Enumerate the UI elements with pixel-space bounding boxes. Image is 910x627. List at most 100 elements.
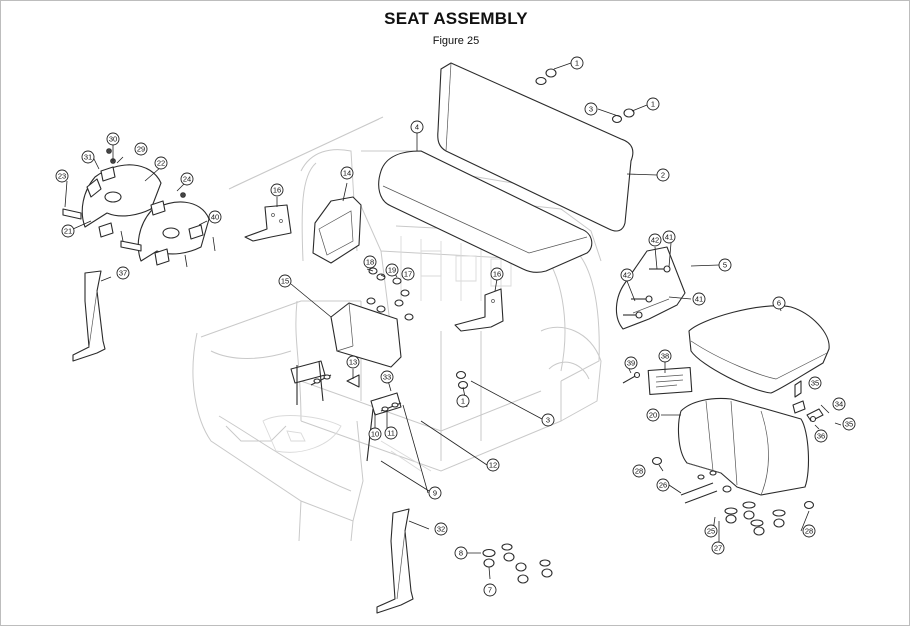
svg-text:38: 38: [661, 352, 669, 361]
svg-text:31: 31: [84, 153, 92, 162]
hinge-pins: [106, 148, 216, 268]
callout-6: 6: [772, 296, 786, 310]
callout-4: 4: [410, 120, 424, 134]
svg-text:28: 28: [805, 527, 813, 536]
svg-text:23: 23: [58, 172, 66, 181]
center-seat-back: [330, 302, 402, 368]
seat-bracket-left: [244, 204, 292, 242]
svg-text:8: 8: [459, 549, 463, 558]
callout-3-top: 3: [584, 102, 598, 116]
callout-35-lower: 35: [842, 417, 856, 431]
svg-text:42: 42: [623, 271, 631, 280]
callout-36: 36: [814, 429, 828, 443]
callout-11: 11: [384, 426, 398, 440]
svg-text:32: 32: [437, 525, 445, 534]
svg-text:19: 19: [388, 266, 396, 275]
svg-text:5: 5: [723, 261, 727, 270]
callout-40: 40: [208, 210, 222, 224]
callout-16-left: 16: [270, 183, 284, 197]
svg-text:21: 21: [64, 227, 72, 236]
callout-1-top: 1: [570, 56, 584, 70]
callout-2: 2: [656, 168, 670, 182]
callout-28-right: 28: [802, 524, 816, 538]
svg-text:42: 42: [651, 236, 659, 245]
pillar-bracket-37: [72, 270, 106, 362]
callout-16-center: 16: [490, 267, 504, 281]
callout-37: 37: [116, 266, 130, 280]
bench-seat-cushion: [378, 150, 593, 273]
callout-17: 17: [401, 267, 415, 281]
svg-text:1: 1: [461, 397, 465, 406]
svg-text:16: 16: [493, 270, 501, 279]
callout-25: 25: [704, 524, 718, 538]
svg-text:33: 33: [383, 373, 391, 382]
svg-text:35: 35: [845, 420, 853, 429]
svg-text:3: 3: [546, 416, 550, 425]
pillar-bracket-32: [376, 508, 414, 614]
svg-text:24: 24: [183, 175, 191, 184]
callout-27: 27: [711, 541, 725, 555]
svg-text:36: 36: [817, 432, 825, 441]
svg-text:18: 18: [366, 258, 374, 267]
callout-35-upper: 35: [808, 376, 822, 390]
callout-3-center: 3: [541, 413, 555, 427]
callout-1-center: 1: [456, 394, 470, 408]
seat-cushion-right: [688, 305, 830, 394]
svg-text:37: 37: [119, 269, 127, 278]
svg-text:9: 9: [433, 489, 437, 498]
backrest-cushion: [437, 62, 634, 232]
callout-42-top: 42: [648, 233, 662, 247]
svg-text:20: 20: [649, 411, 657, 420]
callout-33: 33: [380, 370, 394, 384]
svg-text:26: 26: [659, 481, 667, 490]
svg-text:11: 11: [387, 429, 395, 438]
callout-8: 8: [454, 546, 468, 560]
svg-text:39: 39: [627, 359, 635, 368]
svg-text:10: 10: [371, 430, 379, 439]
callout-1-right: 1: [646, 97, 660, 111]
callout-7: 7: [483, 583, 497, 597]
callout-13: 13: [346, 355, 360, 369]
front-seat-brackets: [290, 360, 402, 462]
svg-text:2: 2: [661, 171, 665, 180]
callout-14: 14: [340, 166, 354, 180]
figure-subtitle: Figure 25: [432, 35, 480, 47]
callout-23: 23: [55, 169, 69, 183]
svg-text:12: 12: [489, 461, 497, 470]
callout-28-left: 28: [632, 464, 646, 478]
svg-text:14: 14: [343, 169, 351, 178]
seat-base-right: [677, 397, 809, 496]
callout-18: 18: [363, 255, 377, 269]
callout-24: 24: [180, 172, 194, 186]
callout-41-lower: 41: [692, 292, 706, 306]
callout-5: 5: [718, 258, 732, 272]
pin-39: [622, 371, 641, 384]
callout-22: 22: [154, 156, 168, 170]
callout-38: 38: [658, 349, 672, 363]
bracket-panel: [312, 196, 362, 264]
hinge-plate-upper: [62, 164, 162, 238]
callout-20: 20: [646, 408, 660, 422]
callout-9: 9: [428, 486, 442, 500]
svg-text:3: 3: [589, 105, 593, 114]
callout-15: 15: [278, 274, 292, 288]
svg-text:41: 41: [695, 295, 703, 304]
label-plate: [647, 367, 693, 395]
callout-12: 12: [486, 458, 500, 472]
svg-text:17: 17: [404, 270, 412, 279]
svg-text:16: 16: [273, 186, 281, 195]
hinge-plate-lower: [120, 200, 210, 266]
seat-bracket-center: [454, 288, 504, 332]
callout-10: 10: [368, 427, 382, 441]
callout-19: 19: [385, 263, 399, 277]
callout-41-top: 41: [662, 230, 676, 244]
svg-text:6: 6: [777, 299, 781, 308]
callout-32: 32: [434, 522, 448, 536]
svg-text:7: 7: [488, 586, 492, 595]
svg-text:40: 40: [211, 213, 219, 222]
callout-30: 30: [106, 132, 120, 146]
callout-26: 26: [656, 478, 670, 492]
callout-31: 31: [81, 150, 95, 164]
callout-29: 29: [134, 142, 148, 156]
